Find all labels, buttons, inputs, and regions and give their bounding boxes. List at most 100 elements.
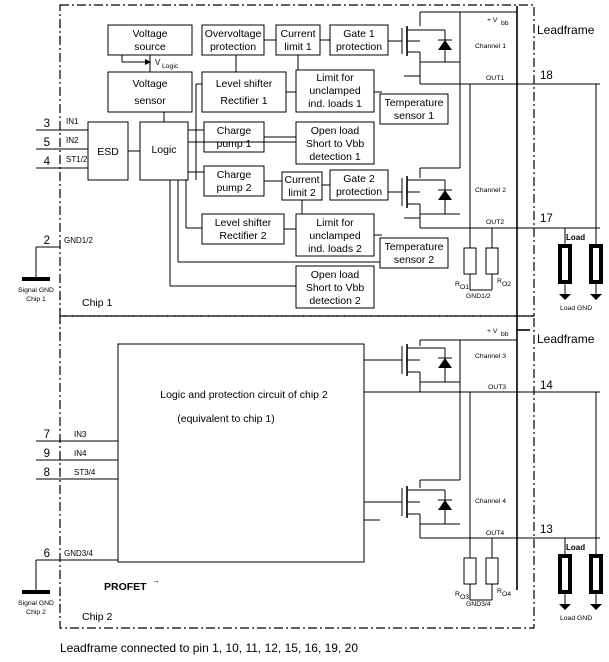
limit-unclamped-2-block xyxy=(295,213,375,257)
leadframe-label-1: Leadframe xyxy=(537,23,595,37)
charge-pump-2-label-2: pump 2 xyxy=(216,182,251,194)
limit-unclamped-1-label-2: unclamped xyxy=(309,85,361,97)
charge-pump-2-block xyxy=(203,165,265,197)
temp-sensor-1-block xyxy=(379,93,449,125)
pin-18: 18 xyxy=(540,70,553,82)
out3-label: OUT3 xyxy=(488,384,506,391)
ro3-resistor xyxy=(463,557,477,585)
voltage-source-label-2: source xyxy=(134,41,166,53)
current-limit-2-label-2: limit 2 xyxy=(288,187,316,199)
vbb-label-2: + V xyxy=(487,328,498,335)
temp-sensor-2-label-1: Temperature xyxy=(385,241,444,253)
pin-st12-label: ST1/2 xyxy=(66,155,88,164)
charge-pump-1-label-1: Charge xyxy=(217,125,252,137)
limit-unclamped-2-label-2: unclamped xyxy=(309,230,361,242)
chip2-logic-block xyxy=(117,343,365,563)
gate-1-protection-label-2: protection xyxy=(336,41,382,53)
pin-14: 14 xyxy=(540,380,553,392)
open-load-1-block xyxy=(295,121,375,165)
limit-unclamped-1-label-1: Limit for xyxy=(316,72,354,84)
level-shifter-2-label-1: Level shifter xyxy=(215,217,272,229)
current-limit-1-block xyxy=(275,24,321,56)
chip2-logic-label-1: Logic and protection circuit of chip 2 xyxy=(160,389,328,401)
gate-2-protection-label-2: protection xyxy=(336,186,382,198)
ro4-sub: O4 xyxy=(502,591,511,598)
overvoltage-label-2: protection xyxy=(210,41,256,53)
ro1-label: R xyxy=(455,281,460,288)
open-load-2-label-2: Short to Vbb xyxy=(306,282,365,294)
signal-gnd-1-label-2: Chip 1 xyxy=(26,296,46,303)
voltage-source-label-1: Voltage xyxy=(132,28,167,40)
channel-1-label: Channel 1 xyxy=(475,43,506,50)
leadframe-note: Leadframe connected to pin 1, 10, 11, 12… xyxy=(60,641,358,655)
pin-13: 13 xyxy=(540,524,553,536)
limit-unclamped-2-label-1: Limit for xyxy=(316,217,354,229)
diode-3-symbol xyxy=(438,358,452,368)
profet-brand-mark: → xyxy=(152,576,160,585)
open-load-2-label-1: Open load xyxy=(311,269,360,281)
overvoltage-label-1: Overvoltage xyxy=(205,28,262,40)
gate-1-protection-label-1: Gate 1 xyxy=(343,28,375,40)
load-label-1: Load xyxy=(566,233,585,242)
temp-sensor-2-label-2: sensor 2 xyxy=(394,254,434,266)
limit-unclamped-1-block xyxy=(295,69,375,113)
level-shifter-2-block xyxy=(201,213,285,245)
gnd34-label: GND3/4 xyxy=(466,601,491,608)
diode-2-symbol xyxy=(438,190,452,200)
vbb-label-1: + V xyxy=(487,17,498,24)
pin-17: 17 xyxy=(540,213,553,225)
pin-2: 2 xyxy=(44,235,50,247)
vbb-sub-2: bb xyxy=(501,331,509,338)
logic-block xyxy=(139,121,189,181)
diode-4-symbol xyxy=(438,500,452,510)
ro1-sub: O1 xyxy=(460,284,469,291)
level-shifter-1-block xyxy=(201,71,287,113)
charge-pump-1-block xyxy=(203,121,265,153)
out2-label: OUT2 xyxy=(486,219,504,226)
pin-in2-label: IN2 xyxy=(66,136,79,145)
pin-8: 8 xyxy=(44,467,50,479)
chip1: Voltage source V Logic Overvoltage prote… xyxy=(18,11,603,312)
ro1-resistor xyxy=(463,247,477,275)
profet-brand: PROFET xyxy=(104,581,147,593)
esd-label: ESD xyxy=(97,146,119,158)
current-limit-2-label-1: Current xyxy=(284,174,319,186)
level-shifter-1-label-1: Level shifter xyxy=(216,78,273,90)
pin-gnd12-label: GND1/2 xyxy=(64,236,93,245)
ro4-label: R xyxy=(497,588,502,595)
pin-st34-label: ST3/4 xyxy=(74,468,96,477)
open-load-1-label-3: detection 1 xyxy=(309,151,361,163)
chip2-border xyxy=(59,315,535,629)
limit-unclamped-2-label-3: ind. loads 2 xyxy=(308,243,362,255)
voltage-sensor-label-1: Voltage xyxy=(132,78,167,90)
load-gnd-3-symbol xyxy=(559,604,571,610)
pin-in4-label: IN4 xyxy=(74,449,87,458)
load-label-2: Load xyxy=(566,543,585,552)
vbb-sub-1: bb xyxy=(501,20,509,27)
diode-1-symbol xyxy=(438,40,452,50)
charge-pump-1-label-2: pump 1 xyxy=(216,138,251,150)
open-load-2-label-3: detection 2 xyxy=(309,295,361,307)
load-gnd-4-symbol xyxy=(590,604,602,610)
ro4-resistor xyxy=(485,557,499,585)
overvoltage-block xyxy=(201,24,265,56)
temp-sensor-1-label-2: sensor 1 xyxy=(394,110,434,122)
current-limit-2-block xyxy=(281,171,323,201)
ro3-sub: O3 xyxy=(460,594,469,601)
pin-4: 4 xyxy=(44,156,51,168)
pin-in3-label: IN3 xyxy=(74,430,87,439)
logic-label: Logic xyxy=(151,144,176,156)
vlogic-sub: Logic xyxy=(162,63,179,70)
chip1-border xyxy=(59,4,535,317)
load-gnd-2-symbol xyxy=(590,294,602,300)
voltage-source-block xyxy=(107,24,193,56)
signal-gnd-1-label-1: Signal GND xyxy=(18,287,54,294)
out4-label: OUT4 xyxy=(486,530,504,537)
leadframe-label-2: Leadframe xyxy=(537,332,595,346)
channel-4-label: Channel 4 xyxy=(475,498,506,505)
signal-gnd-2-label-1: Signal GND xyxy=(18,600,54,607)
chip2-logic-label-2: (equivalent to chip 1) xyxy=(177,413,274,425)
open-load-1-label-2: Short to Vbb xyxy=(306,138,365,150)
pin-3: 3 xyxy=(44,118,50,130)
